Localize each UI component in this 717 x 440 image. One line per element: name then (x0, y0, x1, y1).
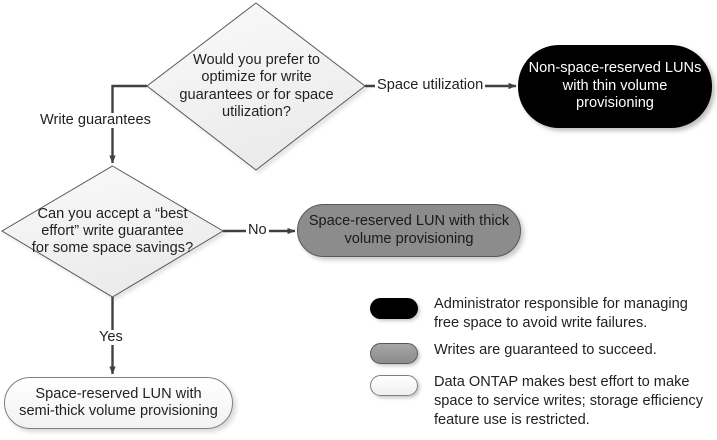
legend-item-black-text: Administrator responsible for managing f… (434, 296, 688, 331)
decision-optimize-label: Would you prefer to optimize for write g… (179, 52, 334, 120)
decision-best-effort[interactable]: Can you accept a “best effort” write gua… (1, 165, 224, 298)
legend: Administrator responsible for managing f… (370, 296, 715, 429)
edge-label-space-utilization: Space utilization (375, 77, 486, 93)
legend-item-white-text: Data ONTAP makes best effort to make spa… (434, 374, 704, 428)
legend-item-white: Data ONTAP makes best effort to make spa… (370, 373, 715, 429)
decision-optimize-shape (146, 2, 366, 171)
edge-write-guarantees (109, 84, 147, 164)
outcome-semi-thick-volume-provisioning[interactable]: Space-reserved LUN with semi-thick volum… (4, 377, 233, 429)
edge-label-no: No (246, 222, 269, 238)
decision-best-effort-label: Can you accept a “best effort” write gua… (31, 205, 194, 257)
outcome-thin-volume-provisioning[interactable]: Non-space-reserved LUNs with thin volume… (518, 45, 712, 128)
black-pill-swatch (370, 298, 418, 319)
outcome-thick-volume-provisioning[interactable]: Space-reserved LUN with thick volume pro… (297, 204, 521, 257)
legend-item-gray-text: Writes are guaranteed to succeed. (434, 342, 657, 359)
gray-pill-swatch (370, 343, 418, 365)
white-pill-swatch (370, 375, 418, 397)
legend-item-gray: Writes are guaranteed to succeed. (370, 341, 715, 365)
edge-label-write-guarantees: Write guarantees (38, 112, 153, 128)
edge-label-yes: Yes (97, 329, 125, 345)
legend-item-black: Administrator responsible for managing f… (370, 296, 715, 332)
decision-optimize[interactable]: Would you prefer to optimize for write g… (147, 2, 366, 171)
